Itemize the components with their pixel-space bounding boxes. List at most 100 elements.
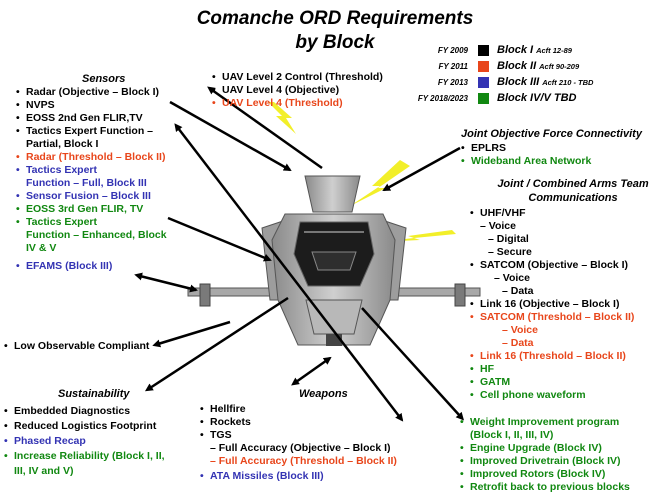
list-item: Cell phone waveform [470,389,634,402]
list-item: III, IV and V) [14,465,74,477]
list-item: Low Observable Compliant [4,340,149,353]
list-item: – Digital [488,233,529,245]
list-item: UHF/VHF [470,207,634,220]
list-item: TGS [200,429,397,442]
list-item: Link 16 (Threshold – Block II) [470,350,634,363]
jofc-header: Joint Objective Force Connectivity [461,128,642,140]
uav-list: UAV Level 2 Control (Threshold) UAV Leve… [212,71,383,110]
list-item: Wideband Area Network [461,155,591,168]
legend-row-block-3: FY 2013 Block III Acft 210 - TBD [400,74,594,90]
legend-fy: FY 2011 [438,61,468,71]
list-item: – Data [502,285,534,297]
list-item: Radar (Threshold – Block II) [16,151,167,164]
legend-fy: FY 2013 [437,77,468,87]
arrow-jofc [382,146,461,192]
list-item: GATM [470,376,634,389]
list-item: – Secure [488,246,532,258]
sensors-header: Sensors [82,73,126,85]
legend-sub: Acft 12-89 [536,45,572,55]
list-item: – Voice [494,272,530,284]
helicopter-rotor-mast [304,175,361,213]
list-item: Engine Upgrade (Block IV) [460,442,630,455]
list-item: Sensor Fusion – Block III [16,190,167,203]
jcat-header-2: Communications [528,192,618,204]
legend-label: Block I [497,44,534,56]
list-item: Link 16 (Objective – Block I) [470,298,634,311]
list-item: HF [470,363,634,376]
page-title: Comanche ORD Requirements [196,8,474,29]
list-item: EPLRS [461,142,591,155]
sustainability-header: Sustainability [58,388,130,400]
legend-swatch-black [478,44,489,56]
legend-sub: Acft 210 - TBD [542,77,594,87]
weapons-list: Hellfire Rockets TGS – Full Accuracy (Ob… [200,403,397,483]
legend-row-block-1: FY 2009 Block I Acft 12-89 [400,42,593,58]
arrow-improvements [361,307,465,421]
weapons-header: Weapons [299,388,348,400]
list-item: UAV Level 2 Control (Threshold) [212,71,383,84]
list-item: Improved Drivetrain (Block IV) [460,455,630,468]
jofc-list: EPLRS Wideband Area Network [461,142,591,168]
list-item: SATCOM (Threshold – Block II) [470,311,634,324]
list-item: Retrofit back to previous blocks [460,481,630,494]
arrow-sensors-tactics [174,123,404,422]
list-item: EOSS 2nd Gen FLIR,TV [16,112,167,125]
list-item: Hellfire [200,403,397,416]
arrow-low-observable [152,320,231,348]
page-subtitle: by Block [295,32,375,53]
list-item: Reduced Logistics Footprint [4,419,165,434]
legend-swatch-red [478,60,489,72]
arrow-sensors-enhanced [167,216,272,262]
sustainability-list: Embedded Diagnostics Reduced Logistics F… [4,404,165,479]
list-item: Tactics Expert [16,216,167,229]
list-item: UAV Level 4 (Objective) [212,84,383,97]
list-item: Tactics Expert Function – [16,125,167,138]
low-observable-list: Low Observable Compliant [4,340,149,353]
arrow-sustainability [144,296,289,392]
list-item: – Voice [502,324,538,336]
jcat-header-1: Joint / Combined Arms Team [497,178,649,190]
legend-label: Block IV/V TBD [497,92,577,104]
list-item: Function – Enhanced, Block [26,229,167,241]
list-item: – Full Accuracy (Objective – Block I) [210,442,391,454]
list-item: UAV Level 4 (Threshold) [212,97,383,110]
list-item: – Full Accuracy (Threshold – Block II) [210,455,397,467]
legend-sub: Acft 90-209 [539,61,580,71]
legend-swatch-green [478,92,489,104]
lightning-bolt-right2 [378,230,456,242]
list-item: Weight Improvement program [460,416,630,429]
improvements-list: Weight Improvement program (Block I, II,… [460,416,630,494]
list-item: EFAMS (Block III) [16,260,167,273]
lightning-bolt-right [350,160,410,206]
sensors-list: Radar (Objective – Block I) NVPS EOSS 2n… [16,86,167,273]
block-legend: FY 2009 Block I Acft 12-89 FY 2011 Block… [400,42,594,106]
legend-row-block-2: FY 2011 Block II Acft 90-209 [400,58,593,74]
list-item: Partial, Block I [26,138,99,150]
arrow-efams [134,272,198,293]
list-item: NVPS [16,99,167,112]
legend-row-block-4: FY 2018/2023 Block IV/V TBD [400,90,593,106]
list-item: Phased Recap [4,434,165,449]
list-item: Rockets [200,416,397,429]
list-item: Tactics Expert [16,164,167,177]
arrow-weapons [291,356,332,386]
legend-fy: FY 2009 [437,45,468,55]
list-item: Radar (Objective – Block I) [16,86,167,99]
list-item: Embedded Diagnostics [4,404,165,419]
legend-label: Block II [497,60,537,72]
legend-label: Block III [497,76,540,88]
list-item: – Voice [480,220,516,232]
list-item: (Block I, II, III, IV) [470,429,554,441]
list-item: SATCOM (Objective – Block I) [470,259,634,272]
list-item: Function – Full, Block III [26,177,147,189]
list-item: Improved Rotors (Block IV) [460,468,630,481]
list-item: Increase Reliability (Block I, II, [4,449,165,464]
list-item: IV & V [26,242,57,254]
jcat-list: UHF/VHF – Voice – Digital – Secure SATCO… [470,207,634,402]
list-item: EOSS 3rd Gen FLIR, TV [16,203,167,216]
legend-fy: FY 2018/2023 [417,93,468,103]
list-item: ATA Missiles (Block III) [200,470,397,483]
arrow-sensors-radar [169,100,292,172]
list-item: – Data [502,337,534,349]
